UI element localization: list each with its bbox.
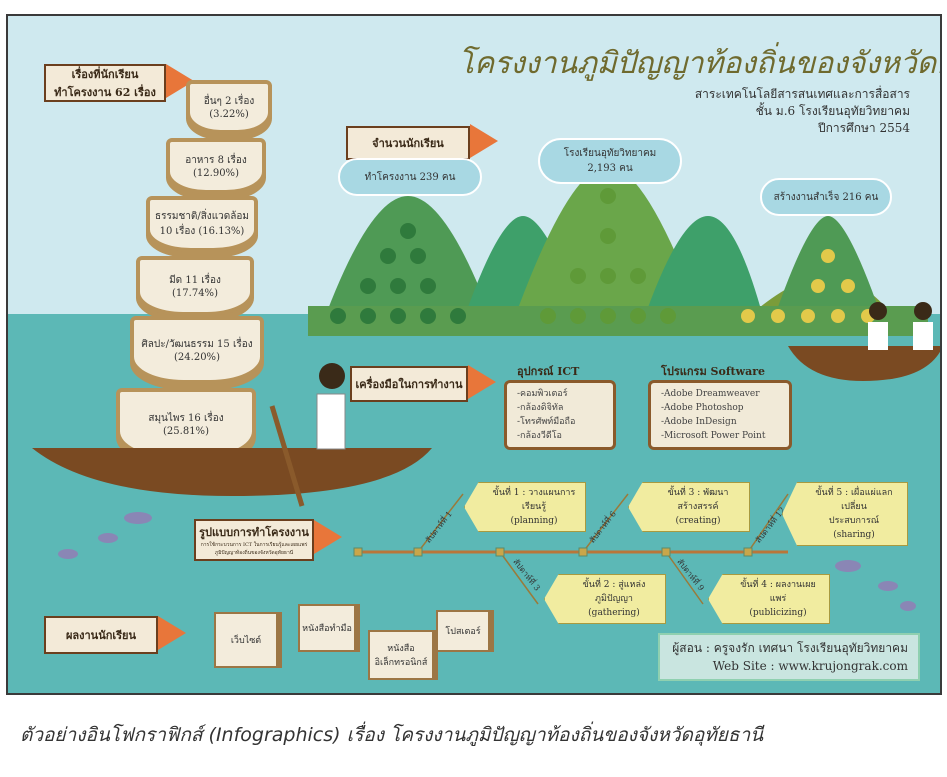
basket-pct: (24.20%): [174, 352, 220, 363]
basket-nature: ธรรมชาติ/สิ่งแวดล้อม 10 เรื่อง (16.13%): [146, 196, 258, 252]
boat-with-rowers: [788, 302, 940, 381]
software-item: -Microsoft Power Point: [661, 431, 766, 441]
step-title: ขั้นที่ 2 : สู่แหล่งภูมิปัญญา: [582, 580, 646, 604]
tools-label: เครื่องมือในการทำงาน: [350, 366, 468, 402]
step-en: ประสบการณ์ (sharing): [828, 516, 880, 540]
step-title: ขั้นที่ 5 : เผื่อแผ่แลกเปลี่ยน: [815, 488, 893, 512]
software-net: โปรแกรม Software -Adobe Dreamweaver -Ado…: [648, 365, 792, 450]
process-title: รูปแบบการทำโครงงาน: [199, 526, 309, 539]
fish-icons: [58, 512, 152, 559]
step-title: ขั้นที่ 3 : พัฒนาสร้างสรรค์: [667, 488, 729, 512]
step-3-creating: ขั้นที่ 3 : พัฒนาสร้างสรรค์ (creating): [628, 482, 750, 532]
basket-pct: 10 เรื่อง (16.13%): [159, 226, 245, 237]
step-en: (creating): [675, 516, 721, 526]
software-item: -Adobe InDesign: [661, 417, 737, 427]
basket-pct: (3.22%): [209, 109, 249, 120]
ict-net: อุปกรณ์ ICT -คอมพิวเตอร์ -กล้องดิจิทัล -…: [504, 365, 616, 450]
page-title: โครงงานภูมิปัญญาท้องถิ่นของจังหวัดอุทัยธ…: [458, 46, 940, 81]
basket-label: ธรรมชาติ/สิ่งแวดล้อม: [155, 211, 249, 222]
cloud-school-students: โรงเรียนอุทัยวิทยาคม 2,193 คน: [538, 138, 682, 184]
ict-item: -กล้องดิจิทัล: [517, 403, 564, 413]
cloud-text: 2,193 คน: [587, 163, 633, 174]
basket-others: อื่นๆ 2 เรื่อง (3.22%): [186, 80, 272, 134]
cloud-text: ทำโครงงาน 239 คน: [364, 171, 456, 183]
basket-pct: (12.90%): [193, 168, 239, 179]
subtitle-line: สาระเทคโนโลยีสารสนเทศและการสื่อสาร: [694, 87, 910, 101]
topics-label-line: ทำโครงงาน 62 เรื่อง: [54, 86, 156, 99]
work-handmade-book: หนังสือทำมือ: [298, 604, 356, 652]
work-poster: โปสเตอร์: [436, 610, 490, 652]
topics-label-line: เรื่องที่นักเรียน: [71, 68, 139, 81]
boat-with-rower: [32, 363, 432, 507]
work-ebook: หนังสืออิเล็กทรอนิกส์: [368, 630, 434, 680]
cloud-text: โรงเรียนอุทัยวิทยาคม: [563, 148, 657, 159]
works-label: ผลงานนักเรียน: [44, 616, 158, 654]
subtitle: สาระเทคโนโลยีสารสนเทศและการสื่อสาร ชั้น …: [695, 86, 910, 137]
subtitle-line: ปีการศึกษา 2554: [818, 121, 910, 135]
mountains-illustration: [308, 166, 928, 336]
website-link[interactable]: Web Site : www.krujongrak.com: [712, 659, 908, 673]
basket-label: ศิลปะ/วัฒนธรรม 15 เรื่อง: [141, 339, 253, 350]
infographic: โครงงานภูมิปัญญาท้องถิ่นของจังหวัดอุทัยธ…: [6, 14, 942, 695]
ict-item: -โทรศัพท์มือถือ: [517, 417, 576, 427]
fishbone-timeline: [353, 493, 789, 605]
image-caption: ตัวอย่างอินโฟกราฟิกส์ (Infographics) เรื…: [20, 724, 764, 746]
software-title: โปรแกรม Software: [661, 365, 766, 378]
step-title: ขั้นที่ 1 : วางแผนการเรียนรู้: [492, 488, 576, 512]
software-item: -Adobe Photoshop: [661, 403, 744, 413]
basket-food: อาหาร 8 เรื่อง (12.90%): [166, 138, 266, 194]
students-label: จำนวนนักเรียน: [346, 126, 470, 160]
step-5-sharing: ขั้นที่ 5 : เผื่อแผ่แลกเปลี่ยนประสบการณ์…: [782, 482, 908, 546]
process-desc: ภูมิปัญญาท้องถิ่นของจังหวัดอุทัยธานี: [214, 550, 294, 556]
basket-label: สมุนไพร 16 เรื่อง: [148, 413, 224, 424]
subtitle-line: ชั้น ม.6 โรงเรียนอุทัยวิทยาคม: [755, 104, 910, 118]
fish-icons: [835, 560, 916, 611]
cloud-success-students: สร้างงานสำเร็จ 216 คน: [760, 178, 892, 216]
arrow-icon: [158, 616, 186, 650]
cloud-text: สร้างงานสำเร็จ 216 คน: [773, 191, 879, 203]
basket-label: มีด 11 เรื่อง: [169, 275, 221, 286]
ict-item: -คอมพิวเตอร์: [517, 389, 568, 399]
basket-knife: มีด 11 เรื่อง (17.74%): [136, 256, 254, 316]
credit-box: ผู้สอน : ครูจงรัก เทศนา โรงเรียนอุทัยวิท…: [658, 633, 920, 681]
step-en: (planning): [510, 516, 558, 526]
topics-label: เรื่องที่นักเรียน ทำโครงงาน 62 เรื่อง: [44, 64, 166, 102]
basket-label: อื่นๆ 2 เรื่อง: [203, 96, 255, 107]
step-2-gathering: ขั้นที่ 2 : สู่แหล่งภูมิปัญญา (gathering): [544, 574, 666, 624]
arrow-icon: [470, 124, 498, 158]
arrow-icon: [468, 365, 496, 399]
cloud-project-students: ทำโครงงาน 239 คน: [338, 158, 482, 196]
basket-pct: (25.81%): [163, 426, 209, 437]
teacher-credit: ผู้สอน : ครูจงรัก เทศนา โรงเรียนอุทัยวิท…: [672, 641, 908, 655]
step-en: (gathering): [588, 608, 640, 618]
step-title: ขั้นที่ 4 : ผลงานเผยแพร่: [740, 580, 816, 604]
arrow-icon: [314, 520, 342, 554]
step-4-publicizing: ขั้นที่ 4 : ผลงานเผยแพร่ (publicizing): [708, 574, 830, 624]
ict-item: -กล้องวีดีโอ: [517, 431, 562, 441]
basket-label: อาหาร 8 เรื่อง: [185, 155, 247, 166]
work-website: เว็บไซต์: [214, 612, 278, 668]
process-label: รูปแบบการทำโครงงาน การใช้กระบวนการ ICT ใ…: [194, 519, 314, 561]
software-item: -Adobe Dreamweaver: [661, 389, 760, 399]
step-en: (publicizing): [749, 608, 807, 618]
ict-title: อุปกรณ์ ICT: [517, 365, 580, 378]
basket-art: ศิลปะ/วัฒนธรรม 15 เรื่อง (24.20%): [130, 316, 264, 384]
process-desc: การใช้กระบวนการ ICT ในการเรียนรู้และเผยแ…: [200, 542, 308, 548]
step-1-planning: ขั้นที่ 1 : วางแผนการเรียนรู้ (planning): [464, 482, 586, 532]
basket-pct: (17.74%): [172, 288, 218, 299]
